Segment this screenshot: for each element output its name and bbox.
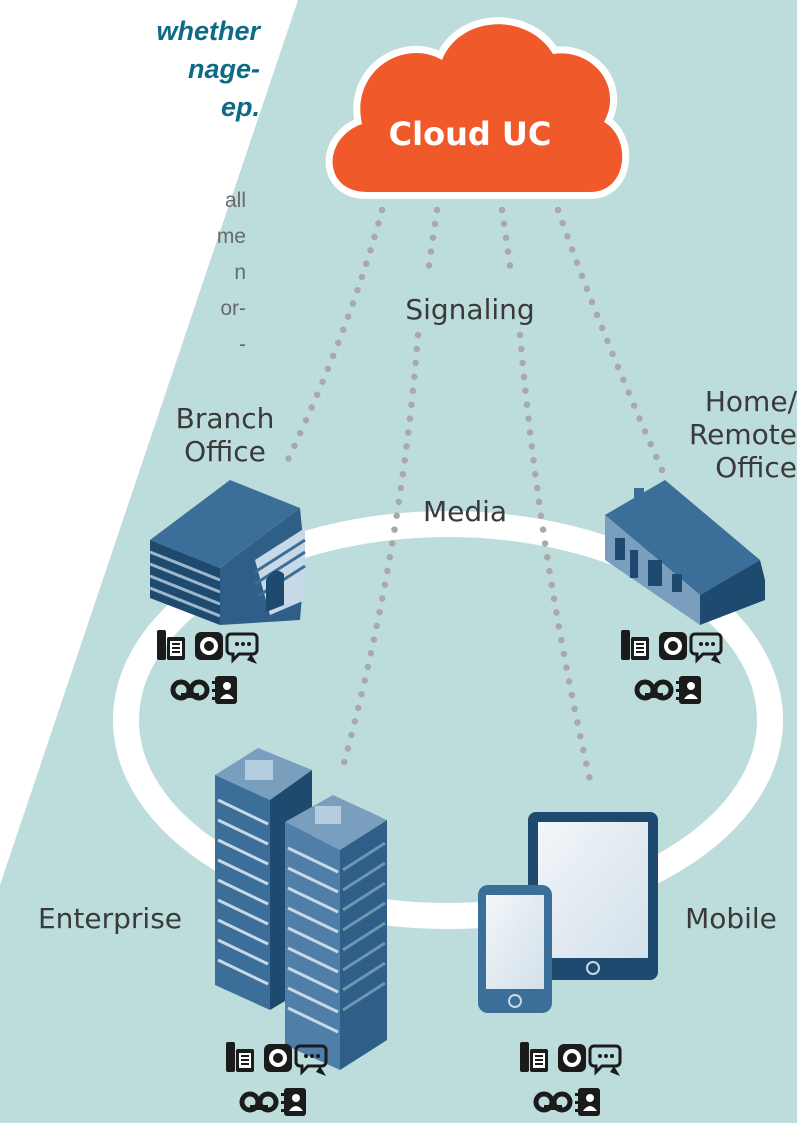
branch-office-building xyxy=(149,480,306,625)
enterprise-icons xyxy=(226,1042,328,1116)
media-label: Media xyxy=(422,495,508,528)
intro-body-line: all xyxy=(224,189,246,212)
branch-office-icons xyxy=(157,630,259,704)
intro-heading-line: whether xyxy=(156,16,260,46)
conference-phone-icon xyxy=(558,1044,586,1072)
enterprise-label: Enterprise xyxy=(37,902,183,935)
signaling-label: Signaling xyxy=(405,293,535,326)
intro-body-line: me xyxy=(216,225,246,248)
contacts-icon xyxy=(212,676,237,704)
intro-heading-line: ep. xyxy=(220,92,260,122)
media-line-enterprise xyxy=(338,331,422,774)
voicemail-icon xyxy=(170,679,210,701)
connection-ring xyxy=(113,511,783,929)
intro-heading: whether nage- ep. xyxy=(0,12,260,126)
chat-icon xyxy=(225,632,259,664)
media-line-mobile xyxy=(516,331,594,784)
desk-phone-icon xyxy=(621,630,649,660)
branch-office-label: Branch Office xyxy=(175,402,275,468)
cloud-shape xyxy=(332,24,623,192)
chat-icon xyxy=(294,1044,328,1076)
mobile-devices xyxy=(478,812,658,1013)
signaling-line-branch xyxy=(279,206,386,474)
home-office-icons xyxy=(621,630,723,704)
voicemail-icon xyxy=(239,1091,279,1113)
mobile-label: Mobile xyxy=(685,902,777,935)
intro-heading-line: nage- xyxy=(187,54,260,84)
conference-phone-icon xyxy=(659,632,687,660)
conference-phone-icon xyxy=(264,1044,292,1072)
contacts-icon xyxy=(281,1088,306,1116)
conference-phone-icon xyxy=(195,632,223,660)
contacts-icon xyxy=(575,1088,600,1116)
chat-icon xyxy=(588,1044,622,1076)
cloud-label: Cloud UC xyxy=(389,115,552,153)
home-office-label: Home/ Remote Office xyxy=(688,385,797,484)
dotted-lines xyxy=(279,206,666,784)
intro-body-line: - xyxy=(239,333,246,356)
desk-phone-icon xyxy=(157,630,185,660)
chat-icon xyxy=(689,632,723,664)
intro-body-line: n xyxy=(234,261,246,284)
voicemail-icon xyxy=(533,1091,573,1113)
intro-body: all me n or- - xyxy=(0,183,246,363)
desk-phone-icon xyxy=(226,1042,254,1072)
mobile-icons xyxy=(520,1042,622,1116)
desk-phone-icon xyxy=(520,1042,548,1072)
voicemail-icon xyxy=(634,679,674,701)
home-office-building xyxy=(605,480,765,625)
enterprise-towers xyxy=(215,748,387,1070)
cloud-uc: Cloud UC xyxy=(325,17,630,199)
contacts-icon xyxy=(676,676,701,704)
intro-body-line: or- xyxy=(220,297,246,320)
